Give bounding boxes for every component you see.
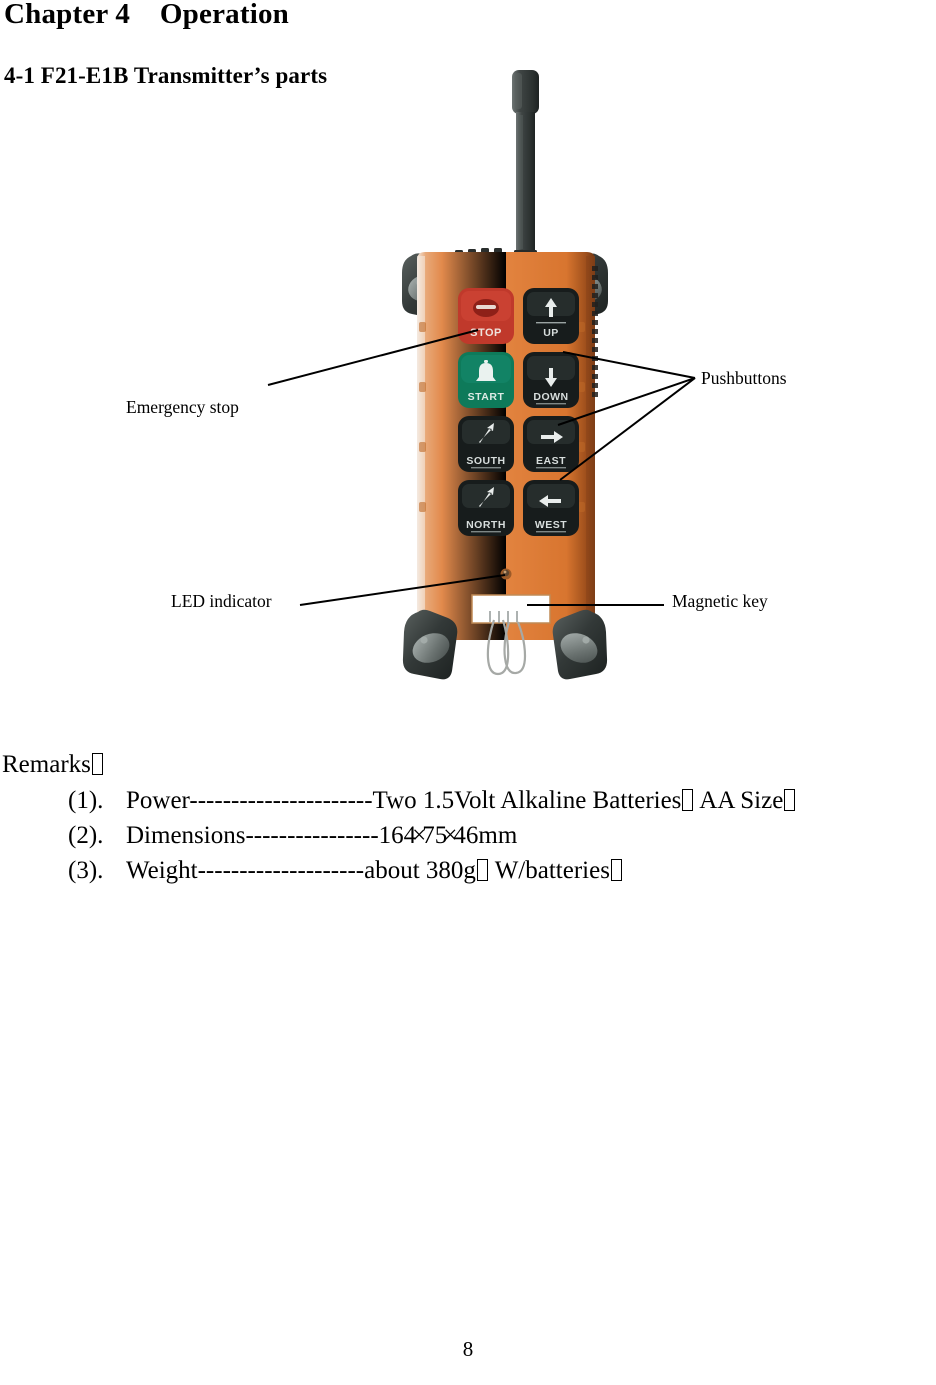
remark-dashes: ---------------- — [245, 822, 379, 849]
fullwidth-colon-glyph — [91, 753, 103, 775]
magnetic-key — [471, 594, 551, 624]
button-east[interactable]: EAST — [523, 416, 579, 472]
remark-value: Two 1.5Volt Alkaline Batteries — [372, 787, 682, 814]
antenna-icon — [512, 70, 539, 277]
led-indicator-icon — [500, 568, 512, 580]
remark-number: (3). — [68, 857, 104, 884]
button-up[interactable]: UP — [523, 288, 579, 344]
callout-pushbuttons: Pushbuttons — [701, 368, 787, 388]
callout-emergency-stop: Emergency stop — [126, 397, 239, 417]
svg-text:SOUTH: SOUTH — [466, 455, 505, 467]
callout-magnetic-key: Magnetic key — [672, 591, 768, 611]
page-number: 8 — [462, 1337, 474, 1361]
svg-text:UP: UP — [543, 327, 559, 339]
dimension-width: 75 — [422, 822, 448, 849]
section-title: 4-1 F21-E1B Transmitter’s parts — [4, 63, 328, 88]
dimension-height: 46 — [453, 822, 479, 849]
chapter-title: Chapter 4 Operation — [4, 0, 289, 30]
fullwidth-paren-open-glyph — [682, 789, 694, 811]
button-south[interactable]: SOUTH — [458, 416, 514, 472]
button-stop[interactable]: STOP — [458, 288, 514, 344]
leader-lines — [267, 329, 696, 606]
fullwidth-paren-close-glyph — [784, 789, 796, 811]
multiply-sign-icon: × — [412, 822, 427, 849]
remark-number: (2). — [68, 822, 104, 849]
remark-item-weight: (3). Weight--------------------about 380g… — [68, 857, 623, 885]
remark-term: Power — [126, 787, 190, 814]
multiply-sign-icon: × — [443, 822, 458, 849]
button-west[interactable]: WEST — [523, 480, 579, 536]
dimension-length: 164 — [378, 822, 417, 849]
button-north[interactable]: NORTH — [458, 480, 514, 536]
transmitter-figure: STOP UP START DOWN — [0, 60, 936, 720]
callout-led-indicator: LED indicator — [171, 591, 272, 611]
wrist-strap — [486, 619, 527, 676]
svg-text:START: START — [468, 391, 505, 403]
remark-item-dimensions: (2).Dimensions----------------164×75×46m… — [68, 822, 517, 850]
svg-text:STOP: STOP — [470, 327, 502, 339]
remark-dashes: -------------------- — [197, 857, 365, 884]
remark-dashes: ---------------------- — [189, 787, 373, 814]
remark-value: about 380g — [364, 857, 476, 884]
dimension-unit: mm — [478, 822, 518, 849]
fullwidth-paren-close-glyph — [610, 859, 622, 881]
remark-term: Dimensions — [126, 822, 246, 849]
fullwidth-paren-open-glyph — [476, 859, 488, 881]
remark-number: (1). — [68, 787, 104, 814]
remarks-heading-text: Remarks — [2, 751, 91, 778]
svg-text:DOWN: DOWN — [533, 391, 568, 403]
remark-term: Weight — [126, 857, 198, 884]
svg-text:EAST: EAST — [536, 455, 566, 467]
svg-text:NORTH: NORTH — [466, 519, 506, 531]
button-down[interactable]: DOWN — [523, 352, 579, 408]
button-start[interactable]: START — [458, 352, 514, 408]
remark-value-after: AA Size — [694, 787, 784, 814]
remark-item-power: (1). Power----------------------Two 1.5Vo… — [68, 787, 796, 815]
remark-value-after: W/batteries — [488, 857, 610, 884]
remarks-heading: Remarks — [2, 752, 104, 777]
bottom-bumpers — [402, 609, 608, 680]
svg-text:WEST: WEST — [535, 519, 567, 531]
